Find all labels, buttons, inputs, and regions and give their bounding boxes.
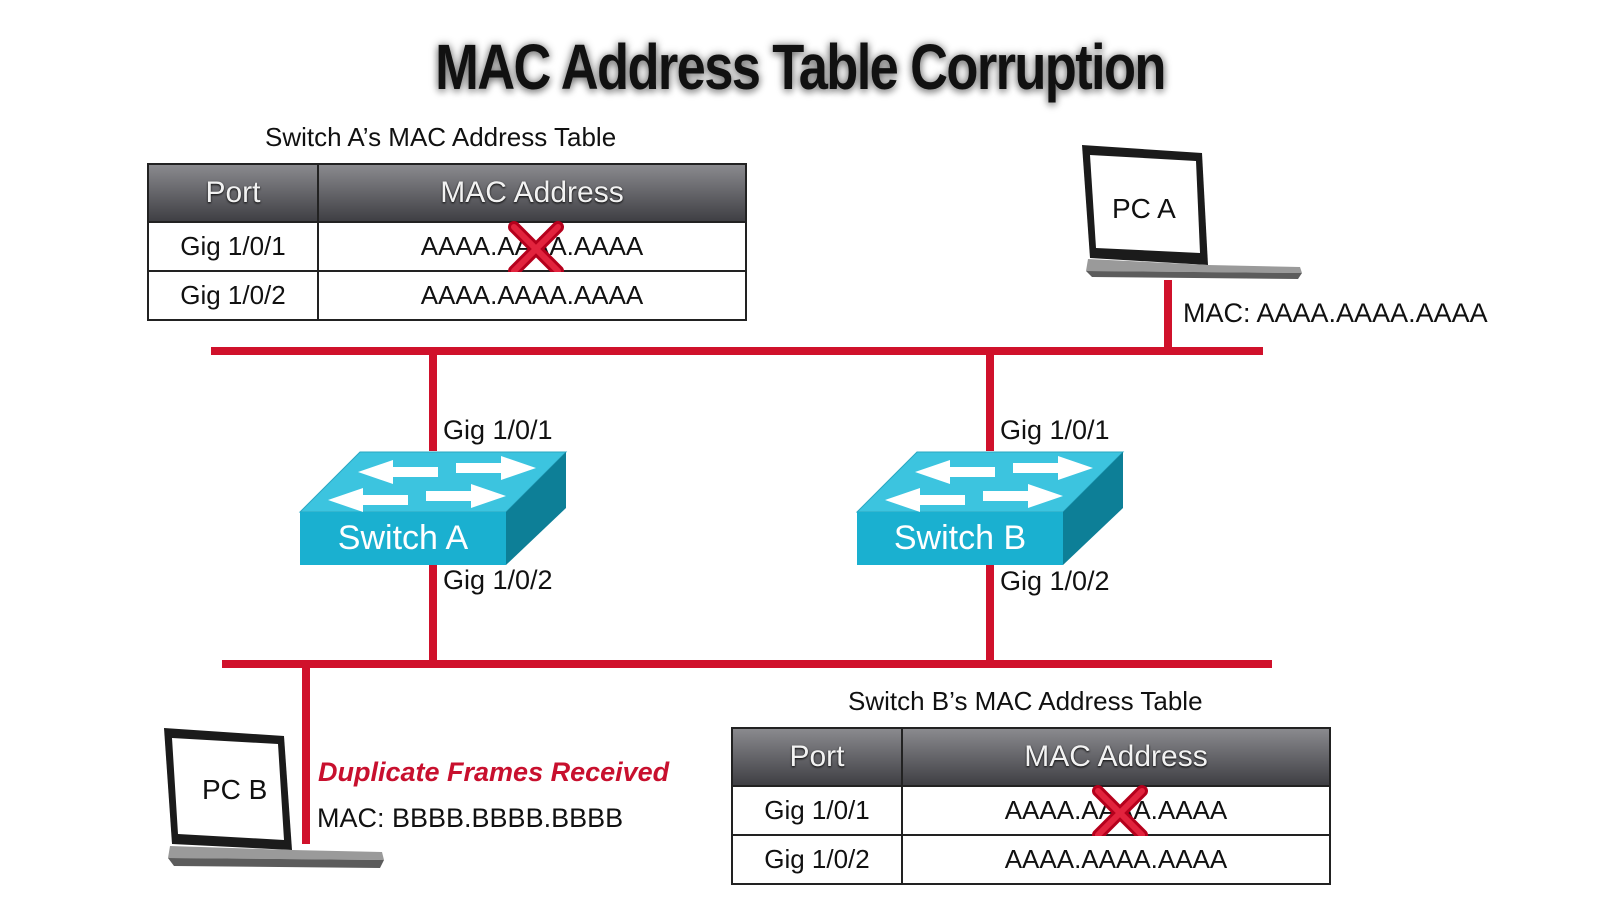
switch-b-label: Switch B — [893, 519, 1027, 557]
switch-icon — [298, 451, 568, 565]
switch-a-top-port-label: Gig 1/0/1 — [443, 415, 553, 445]
port-cell: Gig 1/0/2 — [147, 270, 319, 321]
switch-b-top-port-label: Gig 1/0/1 — [1000, 415, 1110, 445]
pc-a-link — [1164, 280, 1172, 351]
mac-value: AAAA.AAAA.AAAA — [1004, 844, 1228, 874]
switch-a-label: Switch A — [337, 519, 469, 557]
switch-a-top-link — [429, 351, 437, 451]
page-title: MAC Address Table Corruption — [435, 31, 1166, 103]
laptop-icon — [164, 728, 384, 868]
port-header: Port — [731, 727, 903, 787]
top-segment-wire — [211, 347, 1263, 355]
switch-a-mac-table: Port MAC Address Gig 1/0/1 AAAA.AAAA.AAA… — [147, 163, 747, 321]
switch-icon — [855, 451, 1125, 565]
pc-b-mac: MAC: BBBB.BBBB.BBBB — [317, 803, 624, 833]
switch-b-bottom-link — [986, 560, 994, 664]
table-header-row: Port MAC Address — [731, 727, 1331, 787]
table-row: Gig 1/0/2 AAAA.AAAA.AAAA — [147, 270, 747, 321]
laptop-icon — [1082, 145, 1302, 279]
pc-a-label: PC A — [1112, 193, 1176, 224]
pc-a-mac: MAC: AAAA.AAAA.AAAA — [1183, 298, 1488, 328]
mac-cell: AAAA.AAAA.AAAA — [317, 270, 747, 321]
switch-b: Switch B — [855, 450, 1127, 568]
switch-b-top-link — [986, 351, 994, 451]
switch-b-bottom-port-label: Gig 1/0/2 — [1000, 566, 1110, 596]
pc-b-link — [302, 664, 310, 844]
mac-cell: AAAA.AAAA.AAAA — [901, 834, 1331, 885]
red-x-icon — [508, 220, 564, 277]
mac-cell: AAAA.AAAA.AAAA — [901, 784, 1331, 841]
red-x-icon — [1092, 784, 1148, 841]
table-row: Gig 1/0/2 AAAA.AAAA.AAAA — [731, 834, 1331, 885]
pc-b-label: PC B — [202, 774, 268, 805]
port-cell: Gig 1/0/1 — [731, 785, 903, 836]
switch-a: Switch A — [298, 450, 570, 568]
mac-value: AAAA.AAAA.AAAA — [420, 280, 644, 310]
table-b-caption: Switch B’s MAC Address Table — [848, 686, 1203, 716]
port-cell: Gig 1/0/1 — [147, 221, 319, 272]
switch-b-mac-table: Port MAC Address Gig 1/0/1 AAAA.AAAA.AAA… — [731, 727, 1331, 885]
mac-cell: AAAA.AAAA.AAAA — [317, 220, 747, 277]
mac-header: MAC Address — [317, 163, 747, 223]
table-a-caption: Switch A’s MAC Address Table — [265, 122, 617, 152]
table-header-row: Port MAC Address — [147, 163, 747, 223]
table-row: Gig 1/0/1 AAAA.AAAA.AAAA — [731, 784, 1331, 841]
bottom-segment-wire — [222, 660, 1272, 668]
mac-header: MAC Address — [901, 727, 1331, 787]
duplicate-frames-status: Duplicate Frames Received — [318, 757, 670, 787]
table-row: Gig 1/0/1 AAAA.AAAA.AAAA — [147, 220, 747, 277]
switch-a-bottom-link — [429, 560, 437, 664]
pc-a: PC A — [1076, 143, 1302, 283]
switch-a-bottom-port-label: Gig 1/0/2 — [443, 565, 553, 595]
pc-b: PC B — [160, 726, 386, 874]
port-header: Port — [147, 163, 319, 223]
port-cell: Gig 1/0/2 — [731, 834, 903, 885]
